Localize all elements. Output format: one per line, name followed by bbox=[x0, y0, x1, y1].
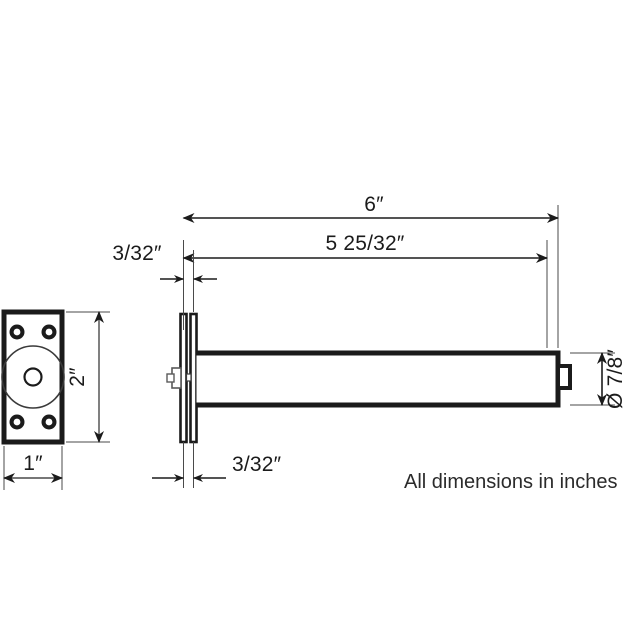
dimension-overall-length: 6″ bbox=[182, 193, 559, 348]
flange-thickness-bottom-label: 3/32″ bbox=[232, 453, 282, 476]
all-dimensions-note: All dimensions in inches bbox=[404, 471, 617, 493]
dimension-shaft-length: 5 25/32″ bbox=[182, 232, 548, 348]
dimension-plate-width: 1″ bbox=[3, 446, 63, 490]
left-key-detail bbox=[166, 367, 192, 389]
flange-thickness-top-label: 3/32″ bbox=[112, 242, 162, 265]
plate-width-label: 1″ bbox=[23, 452, 43, 475]
large-bore-circle bbox=[1, 345, 65, 409]
dimension-shaft-diameter: Ø 7/8″ bbox=[570, 349, 627, 409]
bolt-hole-top-left bbox=[9, 324, 25, 340]
shaft-body bbox=[196, 350, 561, 408]
shaft-diameter-label: Ø 7/8″ bbox=[604, 349, 627, 409]
end-view bbox=[1, 309, 65, 445]
dimension-flange-thickness-bottom: 3/32″ bbox=[152, 442, 282, 488]
overall-length-label: 6″ bbox=[364, 193, 384, 216]
center-hole bbox=[23, 367, 43, 387]
right-end-tab bbox=[556, 364, 572, 390]
dimension-flange-thickness-top: 3/32″ bbox=[112, 242, 217, 312]
bolt-hole-top-right bbox=[41, 324, 57, 340]
bolt-hole-bottom-left bbox=[9, 414, 25, 430]
dimension-plate-height: 2″ bbox=[66, 311, 110, 443]
plate-height-label: 2″ bbox=[66, 367, 89, 387]
bolt-hole-bottom-right bbox=[41, 414, 57, 430]
shaft-length-label: 5 25/32″ bbox=[325, 232, 404, 255]
